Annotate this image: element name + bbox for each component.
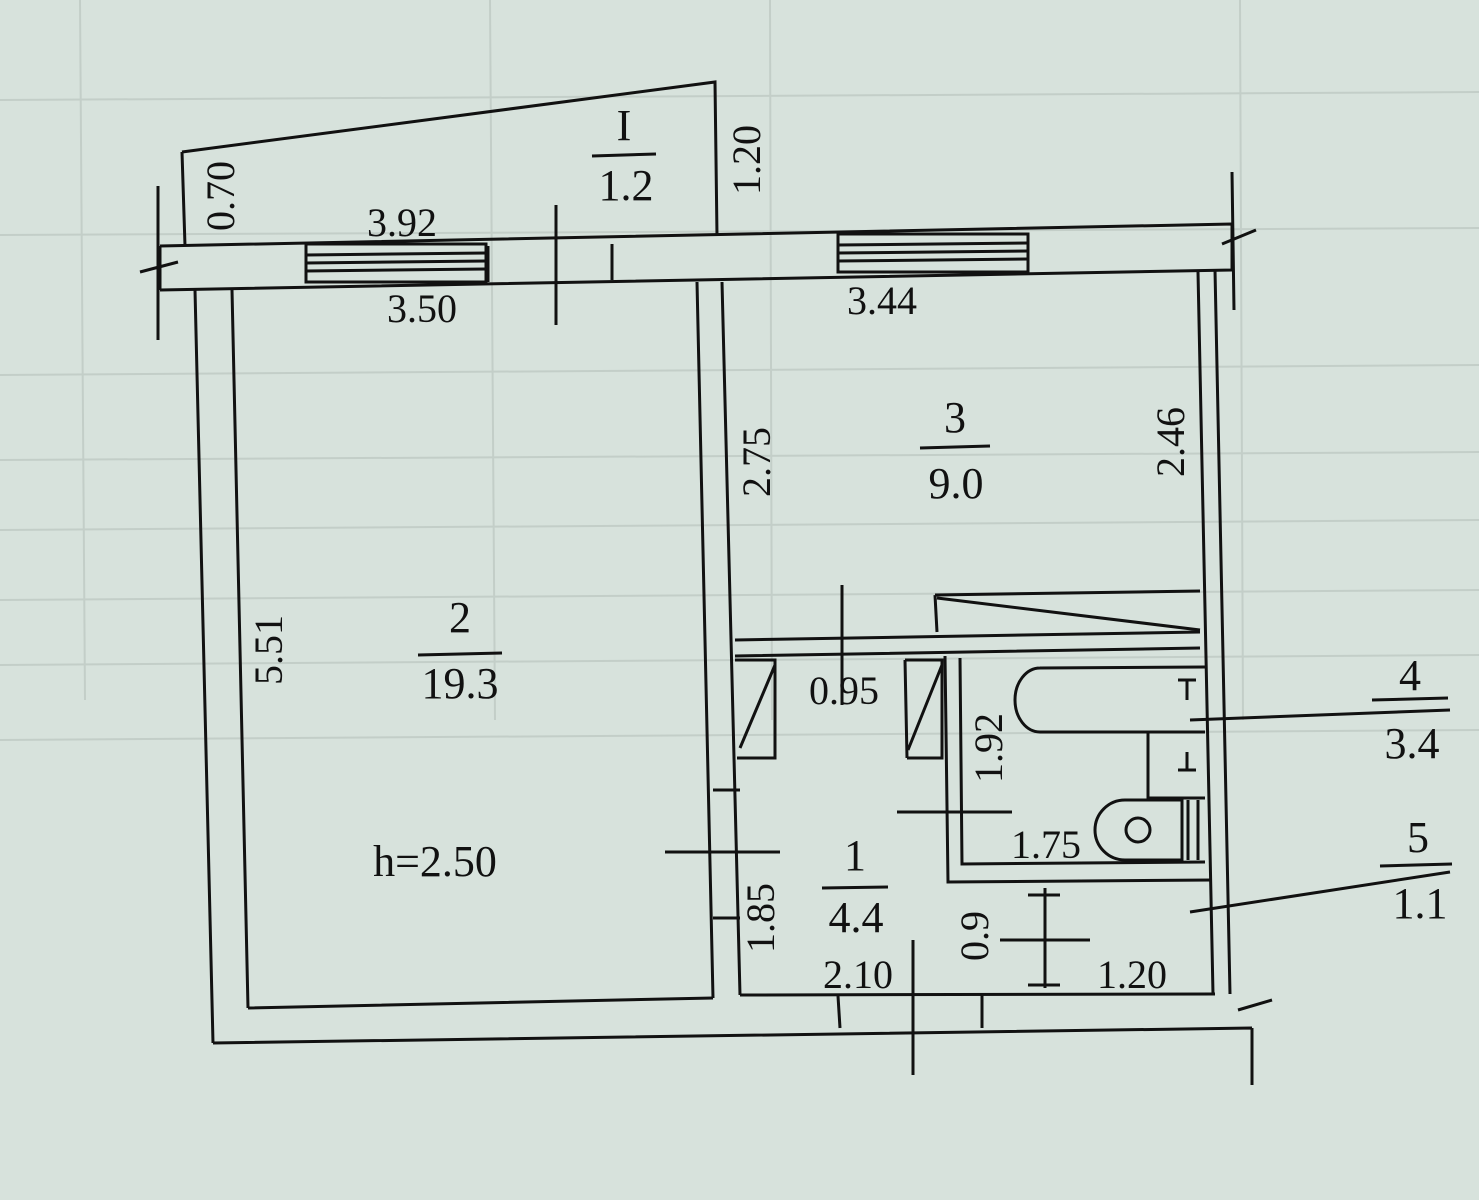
dim-top-outer: 3.92 [367,200,437,245]
partition-2-3 [695,281,742,999]
plan-lines [139,80,1453,1085]
left-wall [193,289,250,1044]
room-1-area: 4.4 [829,893,884,942]
dim-room3-left: 2.75 [734,427,779,497]
dim-bath-width: 1.75 [1011,822,1081,867]
room-5-area: 1.1 [1393,879,1448,928]
dim-room2-width: 3.50 [387,286,457,331]
room-1-number: 1 [844,831,866,880]
room-4-number: 4 [1399,651,1421,700]
room-balcony-number: I [617,101,632,150]
top-wall [158,222,1234,292]
dim-room3-width: 3.44 [847,278,917,323]
bottom-wall [212,992,1254,1085]
dim-balcony-right: 1.20 [724,125,769,195]
room-3-number: 3 [944,393,966,442]
dim-room2-height: 5.51 [246,615,291,685]
dim-door: 0.95 [809,668,879,713]
ceiling-height-label: h=2.50 [373,837,497,886]
right-wall [1196,269,1232,995]
balcony-outline [180,80,719,247]
dim-wc-height: 0.9 [952,911,997,961]
dim-balcony-left: 0.70 [198,161,243,231]
background-table-grid [0,0,1479,741]
break-mark [139,171,1257,340]
dim-hall-height: 1.85 [738,883,783,953]
room-3-area: 9.0 [929,459,984,508]
room3-bottom-wall [734,630,1201,658]
room-5-number: 5 [1407,813,1429,862]
dim-hall-width: 2.10 [823,952,893,997]
dim-wc-width: 1.20 [1097,952,1167,997]
room-4-area: 3.4 [1385,719,1440,768]
room-2-number: 2 [449,593,471,642]
bathroom-walls [943,655,1213,884]
dim-room3-right: 2.46 [1148,407,1193,477]
room-balcony-area: 1.2 [599,161,654,210]
room-2-area: 19.3 [422,659,499,708]
dim-bath-height: 1.92 [966,713,1011,783]
